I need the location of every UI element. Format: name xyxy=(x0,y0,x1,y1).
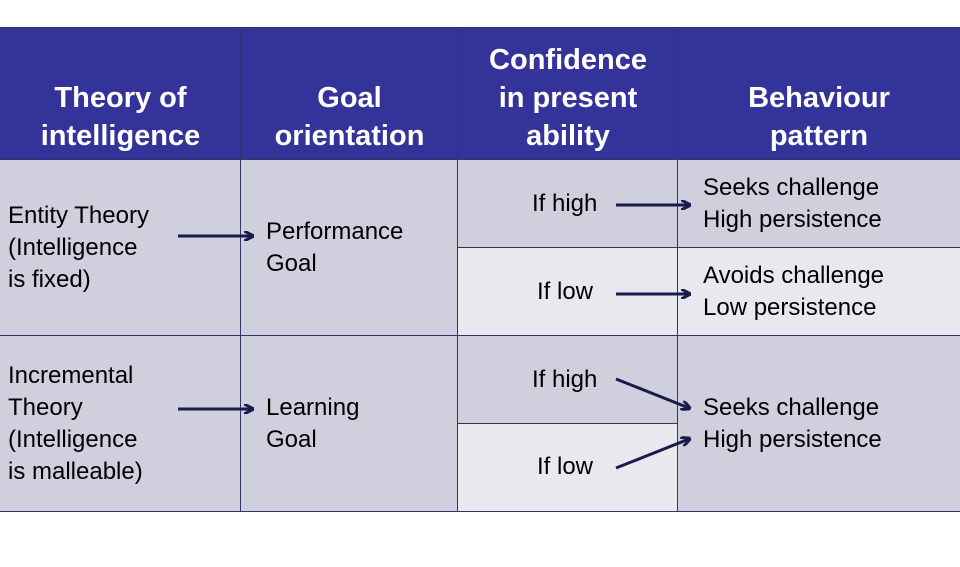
row1-goal-cell xyxy=(241,160,458,336)
row-divider xyxy=(0,335,960,336)
row1-conf-low-cell xyxy=(458,248,678,336)
row2-goal-cell xyxy=(241,336,458,512)
col-divider-3 xyxy=(677,27,678,512)
row2-conf-low-text: If low xyxy=(537,453,594,480)
table-bottom-border xyxy=(0,511,960,512)
row2-sub-divider xyxy=(458,423,678,424)
row1-sub-divider xyxy=(458,247,960,248)
row1-theory-cell xyxy=(0,160,241,336)
col-divider-2 xyxy=(457,27,458,512)
header-bottom-border xyxy=(0,159,960,160)
row2-conf-high-cell xyxy=(458,336,678,424)
col-divider-1 xyxy=(240,27,241,512)
table-top-border xyxy=(0,27,960,28)
row1-conf-low-text: If low xyxy=(537,278,594,305)
arrow-row2-high-to-behaviour xyxy=(615,377,689,408)
row1-behaviour-high-cell xyxy=(678,160,960,248)
row1-behaviour-low-cell xyxy=(678,248,960,336)
row1-conf-high-text: If high xyxy=(532,190,598,217)
row2-conf-low-cell xyxy=(458,424,678,512)
row2-conf-high-text: If high xyxy=(532,366,598,393)
arrow-row2-low-to-behaviour xyxy=(615,439,689,470)
row2-theory-cell xyxy=(0,336,241,512)
row2-behaviour-cell xyxy=(678,336,960,512)
